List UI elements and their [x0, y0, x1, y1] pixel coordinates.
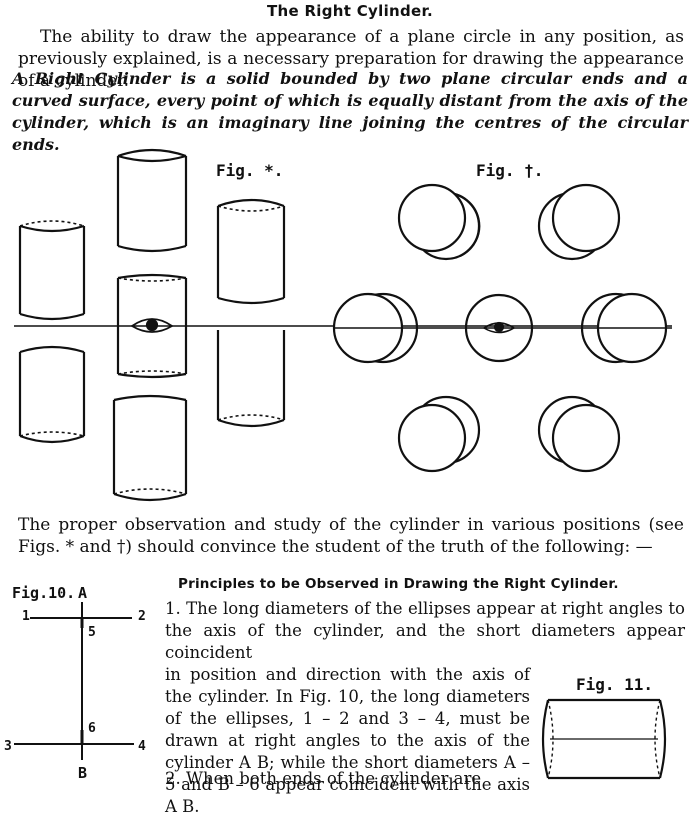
- end-view-cylinder-top-left: [397, 183, 481, 261]
- rule-1-text: 1. The long diameters of the ellipses ap…: [165, 599, 685, 662]
- fig10-label-1: 1: [22, 609, 30, 624]
- fig11-label: Fig. 11.: [576, 675, 653, 694]
- fig10-label-6: 6: [88, 721, 96, 736]
- cylinder-right-top: [216, 198, 286, 305]
- definition-paragraph: A Right Cylinder is a solid bounded by t…: [12, 69, 688, 154]
- end-view-cylinder-bottom-right: [537, 395, 621, 473]
- cylinder-left-top: [18, 220, 86, 321]
- eye-icon-left: [130, 318, 174, 333]
- fig10-label-B: B: [78, 764, 87, 782]
- fig11-diagram: Fig. 11.: [541, 675, 667, 780]
- rule-2-text: 2. When both ends of the cylinder are: [165, 769, 482, 788]
- cylinder-middle-bottom: [112, 394, 188, 502]
- observation-paragraph: The proper observation and study of the …: [18, 515, 684, 557]
- cylinder-middle-top: [116, 148, 188, 253]
- fig10-label-5: 5: [88, 625, 96, 640]
- fig-star-label: Fig. *.: [216, 161, 283, 180]
- eye-icon-right: [482, 321, 516, 334]
- fig10-label-3: 3: [4, 739, 12, 754]
- fig10-label-4: 4: [138, 739, 146, 754]
- cylinder-left-bottom: [18, 345, 86, 444]
- principles-heading: Principles to be Observed in Drawing the…: [178, 576, 619, 592]
- fig10-label: Fig.10.: [12, 584, 75, 602]
- cylinder-positions-illustration: Fig. *. Fig. †.: [14, 148, 672, 502]
- rule-1-continued: in position and direction with the axis …: [165, 665, 530, 816]
- intro-paragraph: The ability to draw the appearance of a …: [18, 26, 684, 92]
- fig10-diagram: Fig.10. A 1 2 5 6 3 4 B: [4, 584, 146, 782]
- end-view-cylinder-bottom-left: [397, 395, 481, 473]
- cylinder-middle-center: [116, 273, 188, 379]
- fig10-label-2: 2: [138, 609, 146, 624]
- intro-text: The ability to draw the appearance of a …: [18, 27, 684, 91]
- page-title: The Right Cylinder.: [266, 2, 434, 20]
- fig-dagger-label: Fig. †.: [476, 161, 543, 180]
- cylinder-right-bottom: [216, 330, 286, 428]
- end-view-cylinder-top-right: [537, 183, 621, 261]
- fig10-label-A: A: [78, 584, 87, 602]
